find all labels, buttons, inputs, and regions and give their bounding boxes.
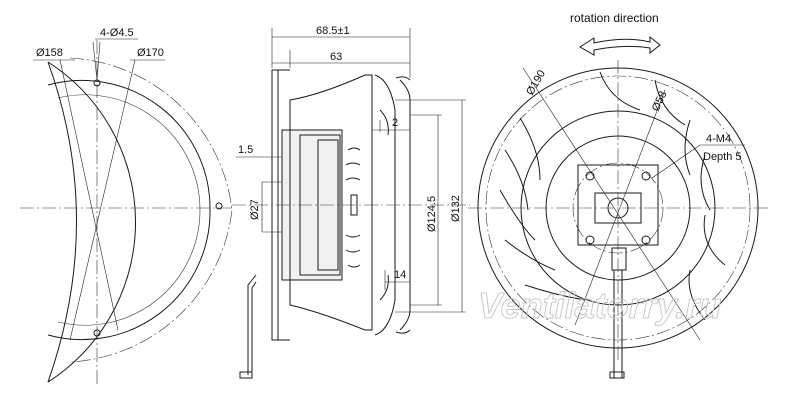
rotation-direction-label: rotation direction — [570, 11, 659, 25]
rear-view: rotation direction — [468, 11, 770, 379]
front-bolt-circle — [69, 57, 233, 363]
d27-label: Ø27 — [249, 199, 261, 220]
front-d170-label: Ø170 — [137, 47, 164, 59]
m4-label: 4-M4 — [706, 133, 731, 145]
m4-depth-label: Depth 5 — [703, 151, 742, 163]
depth63-label: 63 — [330, 51, 342, 63]
m4-leader — [651, 144, 701, 179]
front-holes-label: 4-Ø4.5 — [100, 27, 134, 39]
front-view: Ø158 4-Ø4.5 Ø170 — [20, 27, 233, 385]
overall-depth-label: 68.5±1 — [316, 25, 350, 37]
d58-leader — [574, 89, 666, 326]
d190-label: Ø190 — [524, 68, 548, 97]
mount-hole-right — [215, 202, 223, 210]
shaft15-label: 1.5 — [238, 144, 253, 156]
d132-label: Ø132 — [450, 195, 462, 222]
watermark: Ventilatorry.ru — [478, 285, 721, 326]
depth14-label: 14 — [394, 269, 406, 281]
gap2-label: 2 — [392, 117, 398, 129]
d190-leader — [522, 67, 701, 341]
d58-label: Ø58 — [650, 89, 670, 113]
holes-leader — [92, 41, 98, 81]
front-d158-label: Ø158 — [36, 47, 63, 59]
d158-leader — [59, 59, 119, 331]
d170-leader — [69, 59, 136, 341]
impeller-body — [289, 74, 373, 331]
side-view: 68.5±1 63 2 1.5 Ø27 14 Ø124.5 Ø132 — [232, 25, 470, 379]
front-rim-arc — [57, 94, 201, 326]
d1245-label: Ø124.5 — [426, 196, 438, 232]
front-outer-arc — [47, 61, 137, 383]
front-inner-arc — [47, 79, 211, 341]
cable — [247, 274, 257, 375]
m4-holes — [585, 171, 651, 245]
front-left-edge — [47, 61, 77, 383]
rotor-slots — [345, 147, 361, 268]
rear-blades — [499, 71, 726, 321]
rotation-arrow-icon — [579, 35, 661, 56]
rear-cable-gland — [611, 247, 627, 271]
